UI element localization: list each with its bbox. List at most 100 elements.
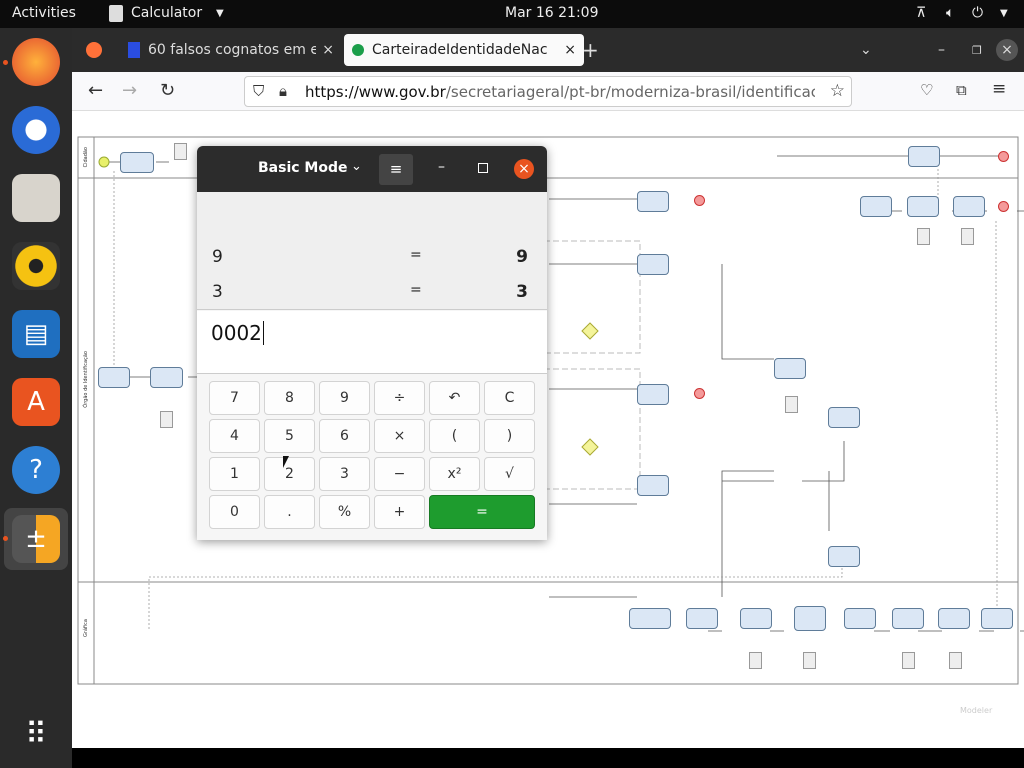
history-expression[interactable]: 9 xyxy=(212,247,223,267)
end-event-icon xyxy=(998,151,1009,162)
activities-button[interactable]: Activities xyxy=(12,5,76,21)
pocket-icon[interactable]: ♡ xyxy=(920,81,934,99)
task-box xyxy=(629,608,671,629)
key-0[interactable]: 0 xyxy=(209,495,260,529)
minimize-button[interactable]: – xyxy=(438,159,445,175)
key-multiply[interactable]: × xyxy=(374,419,425,453)
top-bar: Activities Calculator ▼ Mar 16 21:09 ⊼ 🔈… xyxy=(0,0,1024,28)
tab-bar: 60 falsos cognatos em es × CarteiradeIde… xyxy=(72,28,1024,72)
lane-label-orgao: Órgão de Identificação xyxy=(83,351,89,408)
dock: ▤ A ? ± ⠿ xyxy=(0,28,72,768)
close-tab-icon[interactable]: × xyxy=(564,42,576,58)
task-box xyxy=(981,608,1013,629)
task-box xyxy=(637,254,669,275)
task-box xyxy=(120,152,154,173)
task-box xyxy=(686,608,718,629)
url-bar[interactable]: ⛉ 🔒︎ https://www.gov.br/secretariageral/… xyxy=(244,76,852,107)
key-close-paren[interactable]: ) xyxy=(484,419,535,453)
key-3[interactable]: 3 xyxy=(319,457,370,491)
key-6[interactable]: 6 xyxy=(319,419,370,453)
chevron-down-icon[interactable]: ⌄ xyxy=(351,159,362,174)
show-apps-grid-icon[interactable]: ⠿ xyxy=(25,716,47,752)
end-event-error-icon xyxy=(694,388,705,399)
hamburger-menu-icon[interactable]: ≡ xyxy=(379,154,413,185)
expression-input[interactable]: 0002 xyxy=(197,311,547,374)
modeler-watermark: Modeler xyxy=(960,706,993,715)
list-tabs-icon[interactable]: ⌄ xyxy=(860,42,872,58)
task-box xyxy=(637,475,669,496)
key-minus[interactable]: − xyxy=(374,457,425,491)
key-divide[interactable]: ÷ xyxy=(374,381,425,415)
lock-icon[interactable]: 🔒︎ xyxy=(279,82,287,100)
mouse-cursor-icon xyxy=(283,456,289,468)
task-box xyxy=(637,191,669,212)
key-9[interactable]: 9 xyxy=(319,381,370,415)
clock[interactable]: Mar 16 21:09 xyxy=(505,5,599,21)
task-box xyxy=(828,546,860,567)
key-5[interactable]: 5 xyxy=(264,419,315,453)
network-icon[interactable]: ⊼ xyxy=(916,5,927,21)
extensions-icon[interactable]: ⧉ xyxy=(956,81,967,99)
reload-icon[interactable]: ↻ xyxy=(160,80,176,101)
tab-favicon-icon xyxy=(128,42,140,58)
key-square[interactable]: x² xyxy=(429,457,480,491)
maximize-window-button[interactable]: ❐ xyxy=(972,43,982,57)
volume-icon[interactable]: 🔈︎ xyxy=(946,5,955,21)
key-4[interactable]: 4 xyxy=(209,419,260,453)
new-tab-button[interactable]: + xyxy=(582,38,599,62)
thunderbird-icon[interactable] xyxy=(12,106,60,154)
menu-icon[interactable]: ≡ xyxy=(992,79,1007,99)
task-box xyxy=(844,608,876,629)
writer-icon[interactable]: ▤ xyxy=(12,310,60,358)
task-box xyxy=(98,367,130,388)
history-result[interactable]: 9 xyxy=(516,247,528,267)
tab-falsos-cognatos[interactable]: 60 falsos cognatos em es × xyxy=(120,34,342,66)
app-menu[interactable]: Calculator xyxy=(131,5,203,21)
software-icon[interactable]: A xyxy=(12,378,60,426)
key-percent[interactable]: % xyxy=(319,495,370,529)
key-clear[interactable]: C xyxy=(484,381,535,415)
end-event-icon xyxy=(998,201,1009,212)
forward-icon[interactable]: → xyxy=(122,80,138,101)
task-box xyxy=(774,358,806,379)
close-tab-icon[interactable]: × xyxy=(322,42,334,58)
key-sqrt[interactable]: √ xyxy=(484,457,535,491)
shield-icon[interactable]: ⛉ xyxy=(253,82,265,100)
task-box xyxy=(794,606,826,631)
task-box xyxy=(150,367,183,388)
key-undo[interactable]: ↶ xyxy=(429,381,480,415)
calculator-icon[interactable]: ± xyxy=(12,515,60,563)
help-icon[interactable]: ? xyxy=(12,446,60,494)
lane-label-cidadao: Cidadão xyxy=(83,147,89,168)
maximize-button[interactable] xyxy=(478,163,488,173)
files-icon[interactable] xyxy=(12,174,60,222)
key-7[interactable]: 7 xyxy=(209,381,260,415)
key-8[interactable]: 8 xyxy=(264,381,315,415)
key-open-paren[interactable]: ( xyxy=(429,419,480,453)
minimize-window-button[interactable]: – xyxy=(938,42,945,58)
chevron-down-icon[interactable]: ▼ xyxy=(216,8,224,19)
close-window-button[interactable]: × xyxy=(996,39,1018,61)
firefox-icon[interactable] xyxy=(12,38,60,86)
system-menu-chevron-icon[interactable]: ▼ xyxy=(1000,8,1008,19)
history-result[interactable]: 3 xyxy=(516,282,528,302)
lane-label-grafica: Gráfica xyxy=(83,619,89,637)
key-2[interactable]: 2 xyxy=(264,457,315,491)
rhythmbox-icon[interactable] xyxy=(12,242,60,290)
tab-carteira-identidade[interactable]: CarteiradeIdentidadeNac × xyxy=(344,34,584,66)
task-box xyxy=(828,407,860,428)
key-1[interactable]: 1 xyxy=(209,457,260,491)
close-button[interactable]: × xyxy=(514,159,534,179)
key-equals[interactable]: = xyxy=(429,495,535,529)
task-box xyxy=(953,196,985,217)
power-icon[interactable]: ⏻ xyxy=(972,5,984,21)
history-expression[interactable]: 3 xyxy=(212,282,223,302)
url-text[interactable]: https://www.gov.br/secretariageral/pt-br… xyxy=(305,83,815,101)
firefox-view-icon[interactable] xyxy=(78,34,118,66)
key-plus[interactable]: + xyxy=(374,495,425,529)
mode-selector[interactable]: Basic Mode xyxy=(258,160,348,176)
bookmark-star-icon[interactable]: ☆ xyxy=(829,81,845,101)
key-decimal[interactable]: . xyxy=(264,495,315,529)
back-icon[interactable]: ← xyxy=(88,80,104,101)
tab-favicon-icon xyxy=(352,44,364,56)
